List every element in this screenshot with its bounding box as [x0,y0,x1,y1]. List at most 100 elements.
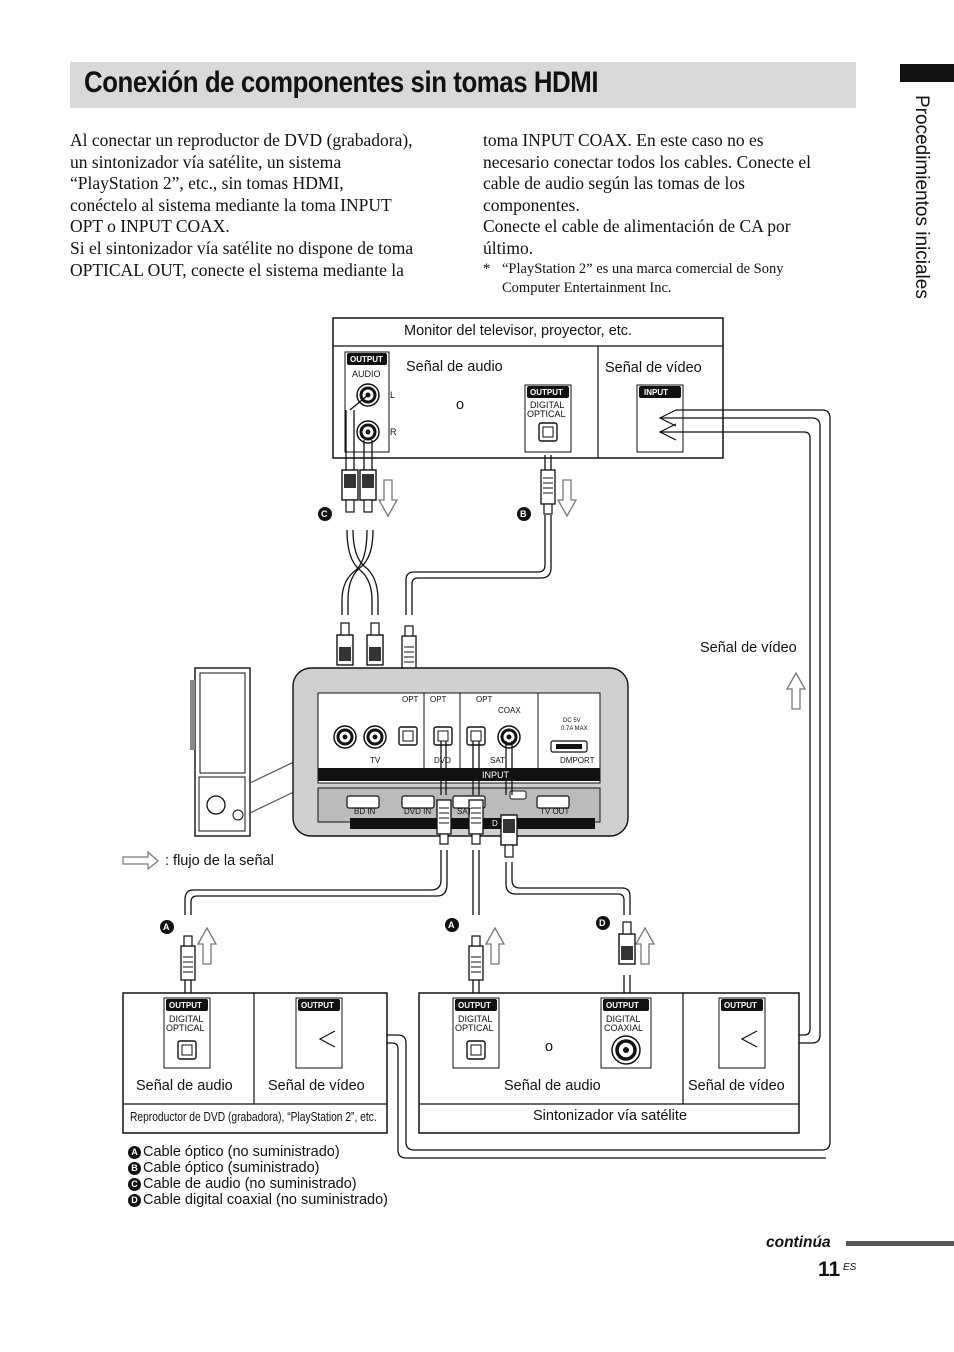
audio-label: AUDIO [352,369,381,379]
tv-audio-signal-label: Señal de audio [406,359,503,375]
body-column-2: toma INPUT COAX. En este caso no es nece… [483,130,873,260]
body-line: conéctelo al sistema mediante la toma IN… [70,194,392,215]
optical-label: OPTICAL [455,1023,494,1033]
footnote-line: Computer Entertainment Inc. [502,280,672,296]
page-number: 11 [818,1258,841,1281]
section-tab-marker [900,64,954,82]
panel-opt-label: OPT [430,695,447,704]
body-line: OPT o INPUT COAX. [70,216,230,237]
right-video-signal-label: Señal de vídeo [700,640,797,656]
panel-opt-label: OPT [476,695,493,704]
panel-dmport-label: DMPORT [560,756,595,765]
footnote: “PlayStation 2” es una marca comercial d… [502,260,862,298]
continua-label: continúa [766,1234,831,1251]
digital-label: DIGITAL [458,1014,493,1024]
body-line: un sintonizador vía satélite, un sistema [70,151,342,172]
marker-d-letter: D [599,918,606,928]
right-channel-label: R [390,427,397,437]
output-badge-label: OUTPUT [169,1001,202,1010]
marker-c-letter: C [321,509,328,519]
title-bar [70,62,856,108]
footnote-mark: * [483,261,491,277]
body-line: Si el sintonizador vía satélite no dispo… [70,237,414,258]
panel-sat-in-label: SAT [457,807,472,816]
output-badge-label: OUTPUT [606,1001,639,1010]
panel-ma-label: 0.7A MAX [561,726,588,732]
body-line: cable de audio según las tomas de los [483,173,745,194]
output-badge-label: OUTPUT [458,1001,491,1010]
sat-caption: Sintonizador vía satélite [533,1108,687,1124]
marker-d [596,916,610,930]
marker-a-left [160,920,174,934]
panel-dvd-label: DVD [434,756,451,765]
input-badge-label: INPUT [644,388,668,397]
sat-audio-signal-label: Señal de audio [504,1078,601,1094]
marker-a-letter: A [163,922,170,932]
footnote-line: “PlayStation 2” es una marca comercial d… [502,261,784,277]
legend-text: Cable óptico (no suministrado) [143,1144,340,1160]
panel-coax-label: COAX [498,706,521,715]
digital-label: DIGITAL [169,1014,204,1024]
panel-hdmi-label: D [492,819,498,828]
page-title: Conexión de componentes sin tomas HDMI [84,66,599,99]
dvd-video-signal-label: Señal de vídeo [268,1078,365,1094]
legend-marker: D [128,1194,141,1207]
legend-text: Cable óptico (suministrado) [143,1160,320,1176]
receiver-unit-icon [190,667,299,837]
dvd-audio-signal-label: Señal de audio [136,1078,233,1094]
marker-b-letter: B [520,509,527,519]
output-badge-label: OUTPUT [530,388,563,397]
panel-input-label: INPUT [482,770,509,780]
panel-sat-label: SAT [490,756,505,765]
legend-marker: A [128,1146,141,1159]
or-label: o [545,1039,554,1055]
marker-a-right [445,918,459,932]
output-badge-label: OUTPUT [350,355,383,364]
sat-video-signal-label: Señal de vídeo [688,1078,785,1094]
body-line: último. [483,237,534,258]
body-line: OPTICAL OUT, conecte el sistema mediante… [70,259,404,280]
video-cable-tv [318,409,831,1159]
panel-bd-in-label: BD IN [354,807,376,816]
signal-flow-label: : flujo de la señal [165,853,274,869]
page-language-suffix: ES [843,1262,857,1273]
marker-c [318,507,332,521]
panel-opt-label: OPT [402,695,419,704]
dvd-caption: Reproductor de DVD (grabadora), “PlaySta… [130,1110,377,1124]
digital-label: DIGITAL [530,400,565,410]
satellite-tuner-box [418,992,800,1134]
legend-marker: B [128,1162,141,1175]
body-line: “PlayStation 2”, etc., sin tomas HDMI, [70,173,344,194]
signal-flow-arrow [122,850,159,871]
coaxial-label: COAXIAL [604,1023,644,1033]
panel-dvd-in-label: DVD IN [404,807,432,816]
left-channel-label: L [390,390,396,400]
continua-rule [846,1241,954,1246]
tv-box-title: Monitor del televisor, proyector, etc. [404,323,633,339]
tv-video-signal-label: Señal de vídeo [605,360,702,376]
marker-a-letter: A [448,920,455,930]
body-line: Conecte el cable de alimentación de CA p… [483,216,791,237]
panel-tv-out-label: TV OUT [540,807,570,816]
body-line: necesario conectar todos los cables. Con… [483,151,811,172]
legend-text: Cable digital coaxial (no suministrado) [143,1192,389,1208]
panel-dc-label: DC 5V [563,718,581,724]
panel-tv-label: TV [370,756,381,765]
legend-text: Cable de audio (no suministrado) [143,1176,357,1192]
body-line: toma INPUT COAX. En este caso no es [483,130,764,150]
optical-label: OPTICAL [166,1023,205,1033]
or-label: o [456,397,465,413]
legend-marker: C [128,1178,141,1191]
output-badge-label: OUTPUT [724,1001,757,1010]
optical-label: OPTICAL [527,409,566,419]
body-column-1: Al conectar un reproductor de DVD (graba… [70,130,460,281]
body-line: Al conectar un reproductor de DVD (graba… [70,130,413,150]
body-line: componentes. [483,194,580,215]
output-badge-label: OUTPUT [301,1001,334,1010]
dvd-player-box [122,992,388,1134]
